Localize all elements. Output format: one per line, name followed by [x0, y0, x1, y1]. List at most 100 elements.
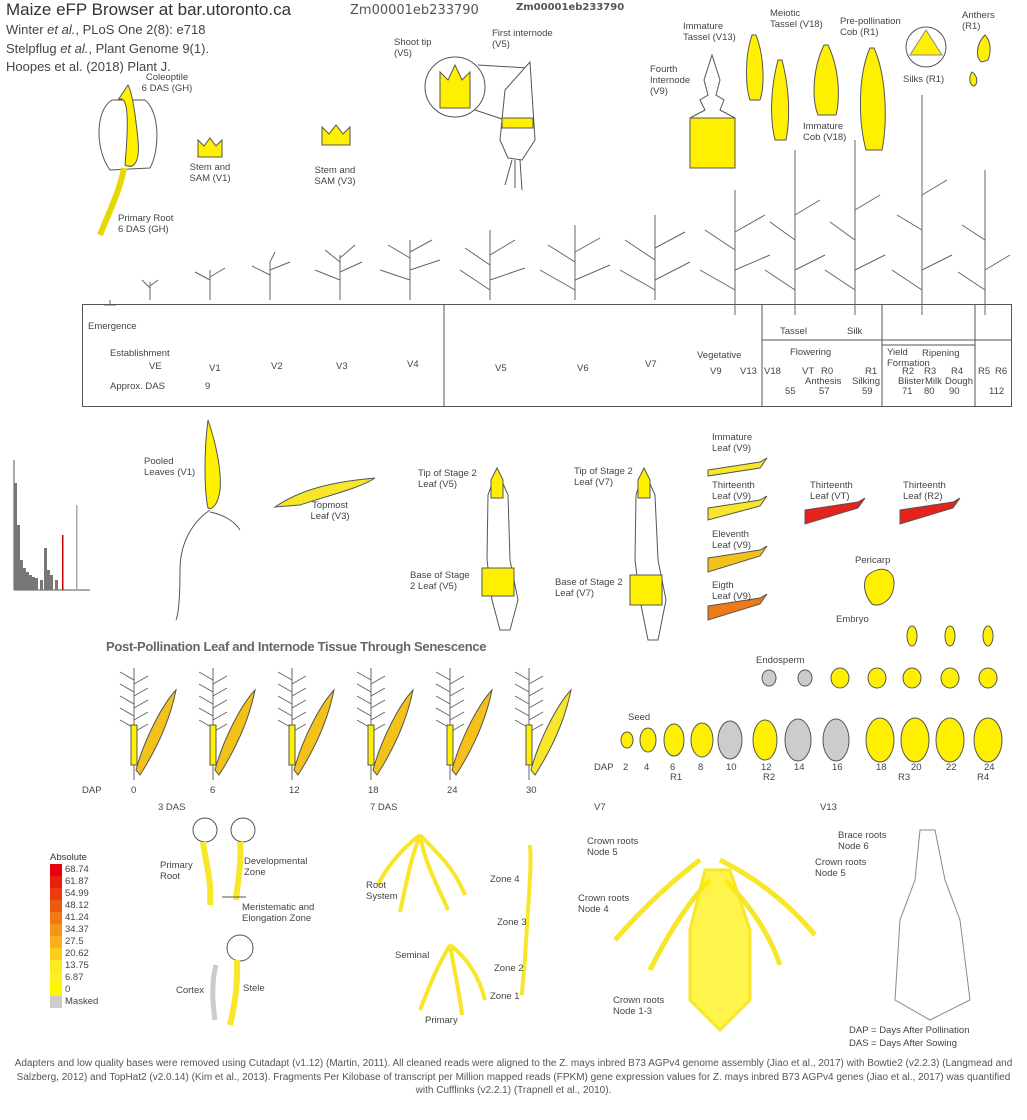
- endosperm-4[interactable]: [902, 667, 922, 689]
- stage2-leaf-v5-tissue[interactable]: [481, 466, 519, 631]
- label-eleventh-v9: Eleventh Leaf (V9): [712, 529, 752, 551]
- label-endosperm: Endosperm: [756, 655, 805, 666]
- legend-scale: [50, 864, 62, 1008]
- seed-14dap[interactable]: [784, 718, 812, 762]
- silks-tissue[interactable]: [905, 26, 947, 68]
- stage-v18: V18: [764, 366, 781, 377]
- legend-label-0: 68.74: [65, 864, 89, 875]
- pp-plant-3[interactable]: [356, 668, 414, 780]
- tl-emergence: Emergence: [88, 321, 137, 332]
- legend-label-3: 48.12: [65, 900, 89, 911]
- immature-leaf-v9-tissue[interactable]: [707, 457, 768, 477]
- citation-2: Stelpflug et al., Plant Genome 9(1).: [6, 41, 210, 56]
- stem-sam-v3-tissue[interactable]: [321, 124, 351, 146]
- seed-4dap[interactable]: [639, 727, 657, 753]
- eigth-leaf-v9-tissue[interactable]: [707, 593, 768, 621]
- label-root-system: Root System: [366, 880, 398, 902]
- label-first-internode: First internode (V5): [492, 28, 553, 50]
- seed-20dap[interactable]: [900, 717, 930, 763]
- anthers-tissue[interactable]: [969, 34, 991, 87]
- seed-22dap[interactable]: [935, 717, 965, 763]
- shoot-tip-tissue[interactable]: [424, 56, 529, 121]
- legend-cell-1: [50, 876, 62, 888]
- endosperm-3[interactable]: [867, 667, 887, 689]
- seed-8dap[interactable]: [690, 722, 714, 758]
- endosperm-6[interactable]: [978, 667, 998, 689]
- abbr-dap: DAP = Days After Pollination: [849, 1025, 970, 1036]
- growth-stage-timeline: [82, 304, 1012, 407]
- label-pooled-leaves: Pooled Leaves (V1): [144, 456, 196, 478]
- pp-dap-24: 24: [447, 785, 458, 796]
- embryo-1[interactable]: [944, 625, 956, 647]
- fourth-internode-tissue[interactable]: [689, 53, 736, 169]
- pooled-leaves-tissue[interactable]: [175, 419, 241, 621]
- seed-12dap[interactable]: [752, 719, 778, 761]
- seed-series: [620, 625, 1003, 763]
- label-base-v7: Base of Stage 2 Leaf (V7): [555, 577, 623, 599]
- label-zone1: Zone 1: [490, 991, 520, 1002]
- roots-3das[interactable]: [192, 817, 256, 1026]
- brace-roots-v13[interactable]: [894, 829, 971, 1021]
- label-immature-leaf-v9: Immature Leaf (V9): [712, 432, 753, 454]
- legend-cell-5: [50, 924, 62, 936]
- legend-cell-6: [50, 936, 62, 948]
- endosperm-2[interactable]: [830, 667, 850, 689]
- pp-plant-2[interactable]: [277, 668, 335, 780]
- label-meristematic: Meristematic and Elongation Zone: [242, 902, 315, 924]
- seed-dap-4: 4: [644, 762, 650, 773]
- endosperm-0[interactable]: [761, 669, 777, 687]
- legend-cell-0: [50, 864, 62, 876]
- label-embryo: Embryo: [836, 614, 869, 625]
- seed-6dap[interactable]: [663, 723, 685, 757]
- embryo-0[interactable]: [906, 625, 918, 647]
- label-anthers: Anthers (R1): [962, 10, 995, 32]
- seed-16dap[interactable]: [822, 718, 850, 762]
- event-anthesis: Anthesis: [805, 376, 842, 387]
- thirteenth-leaf-v9-tissue[interactable]: [707, 495, 768, 521]
- label-thirteenth-v9: Thirteenth Leaf (V9): [712, 480, 755, 502]
- pre-pollination-cob-tissue[interactable]: [859, 47, 886, 151]
- legend-label-7: 20.62: [65, 948, 89, 959]
- stem-sam-v1-tissue[interactable]: [197, 137, 223, 158]
- label-cortex: Cortex: [176, 985, 204, 996]
- eleventh-leaf-v9-tissue[interactable]: [707, 545, 768, 573]
- roots-7das[interactable]: [376, 833, 533, 1016]
- seed-dap-10: 10: [726, 762, 737, 773]
- legend-label-4: 41.24: [65, 912, 89, 923]
- legend-label-9: 6.87: [65, 972, 84, 983]
- immature-tassel-tissue[interactable]: [745, 34, 764, 101]
- seed-r3: R3: [898, 772, 911, 783]
- legend-cell-7: [50, 948, 62, 960]
- pericarp-tissue[interactable]: [864, 568, 895, 606]
- thirteenth-leaf-vt-tissue[interactable]: [804, 497, 866, 525]
- label-7das: 7 DAS: [370, 802, 398, 813]
- topmost-leaf-tissue[interactable]: [273, 477, 376, 508]
- pp-dap-18: 18: [368, 785, 379, 796]
- pp-plant-0[interactable]: [119, 668, 177, 780]
- post-pollination-heading: Post-Pollination Leaf and Internode Tiss…: [106, 639, 487, 654]
- coleoptile-tissue[interactable]: [97, 84, 158, 237]
- seed-24dap[interactable]: [973, 717, 1003, 763]
- seed-18dap[interactable]: [865, 717, 895, 763]
- stage-r0: R0: [821, 366, 834, 377]
- first-internode-tissue[interactable]: [499, 60, 536, 191]
- endosperm-1[interactable]: [797, 669, 813, 687]
- seed-dap-16: 16: [832, 762, 843, 773]
- pp-plant-1[interactable]: [198, 668, 256, 780]
- endosperm-5[interactable]: [940, 667, 960, 689]
- thirteenth-leaf-r2-tissue[interactable]: [899, 497, 961, 525]
- seed-2dap[interactable]: [620, 731, 634, 749]
- das-71: 71: [902, 386, 913, 397]
- seed-dap-24: 24: [984, 762, 995, 773]
- meiotic-tassel-tissue[interactable]: [771, 59, 790, 141]
- label-fourth-internode: Fourth Internode (V9): [650, 64, 691, 97]
- immature-cob-tissue[interactable]: [813, 44, 839, 116]
- stage2-leaf-v7-tissue[interactable]: [629, 466, 667, 641]
- pp-plant-4[interactable]: [435, 668, 493, 780]
- embryo-2[interactable]: [982, 625, 994, 647]
- seed-10dap[interactable]: [717, 720, 743, 760]
- crown-roots-v7[interactable]: [613, 857, 817, 1033]
- label-primary: Primary: [425, 1015, 458, 1026]
- pp-plant-5[interactable]: [514, 668, 572, 780]
- stage-v3: V3: [336, 361, 348, 372]
